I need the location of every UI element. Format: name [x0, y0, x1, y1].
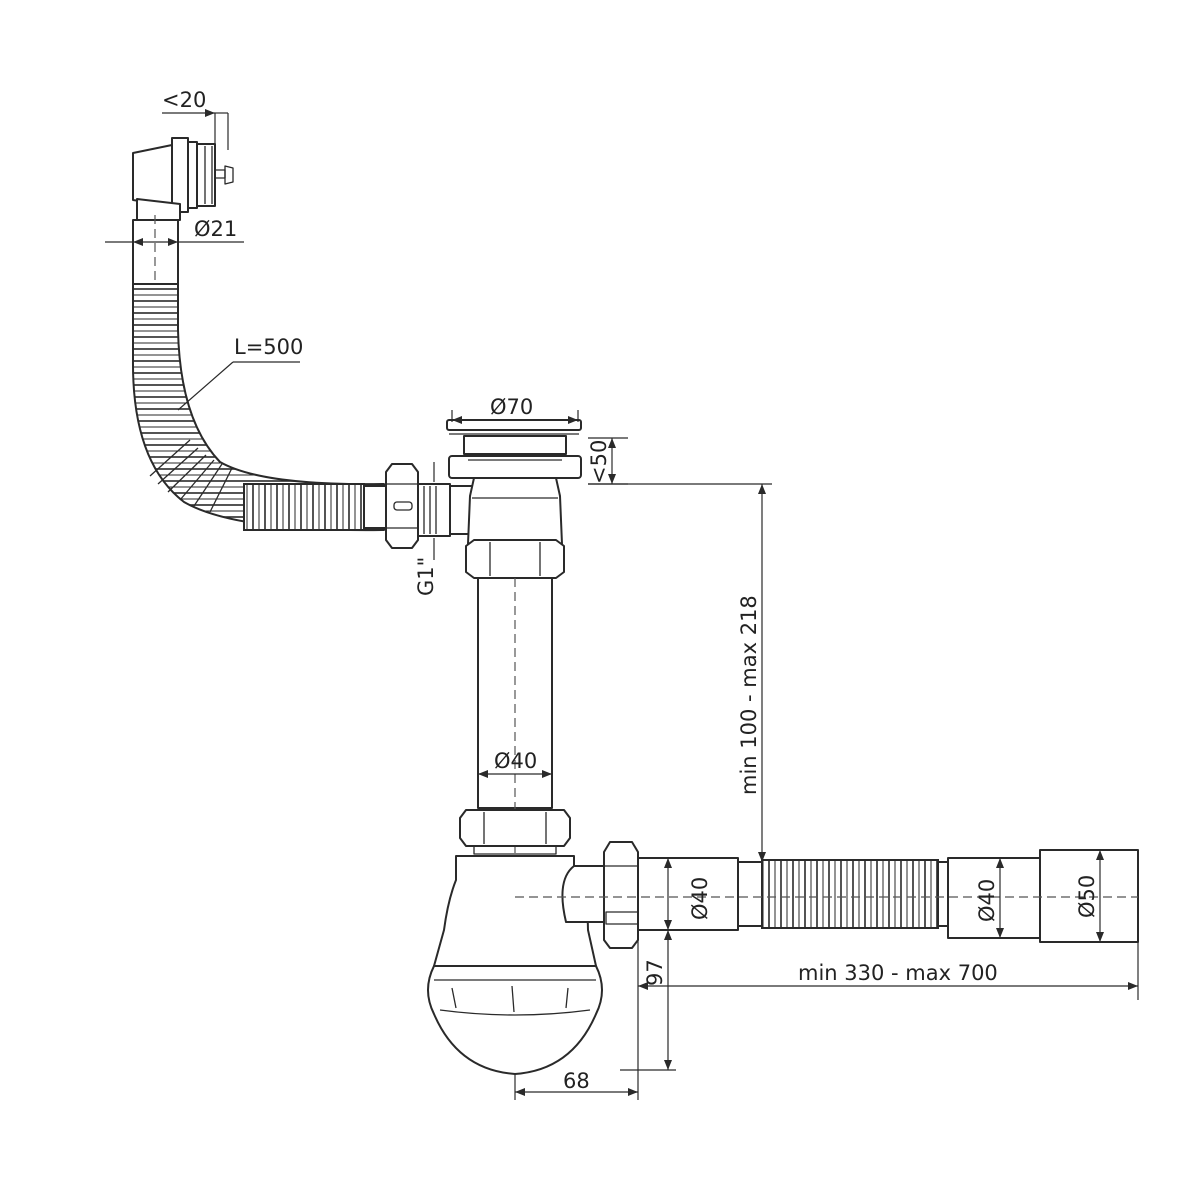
- height-range-label: min 100 - max 218: [737, 595, 761, 795]
- overflow-head: [132, 137, 234, 221]
- overflow-hose: [131, 283, 385, 532]
- tailpipe-diameter-label: Ø40: [494, 749, 537, 773]
- trap-offset-label: 68: [563, 1069, 590, 1093]
- overflow-pipe-diameter-label: Ø21: [194, 217, 237, 241]
- overflow-screw-icon: [214, 165, 234, 185]
- drain-assembly: [446, 419, 582, 579]
- drain-diameter-label: Ø70: [490, 395, 533, 419]
- end-diameter-40-label: Ø40: [975, 879, 999, 922]
- dimension-arrows: [133, 109, 1138, 1096]
- trap-outlet-nut: [603, 841, 639, 949]
- hose-rib-lines: [149, 439, 233, 513]
- outlet-diameter-label: Ø40: [688, 877, 712, 920]
- sink-thickness-label: <50: [587, 440, 611, 484]
- hose-length-label: L=500: [234, 335, 303, 359]
- length-range-label: min 330 - max 700: [798, 961, 998, 985]
- dimension-lines: [105, 112, 1139, 1100]
- drain-hose: [761, 859, 939, 929]
- end-diameter-50-label: Ø50: [1075, 875, 1099, 918]
- outlet-height-label: 97: [643, 959, 667, 986]
- bottle-trap: [427, 809, 605, 1075]
- overflow-rotation-label: <20: [162, 88, 206, 112]
- end-piece-d50: [1039, 849, 1139, 943]
- overflow-thread-label: G1": [414, 557, 438, 596]
